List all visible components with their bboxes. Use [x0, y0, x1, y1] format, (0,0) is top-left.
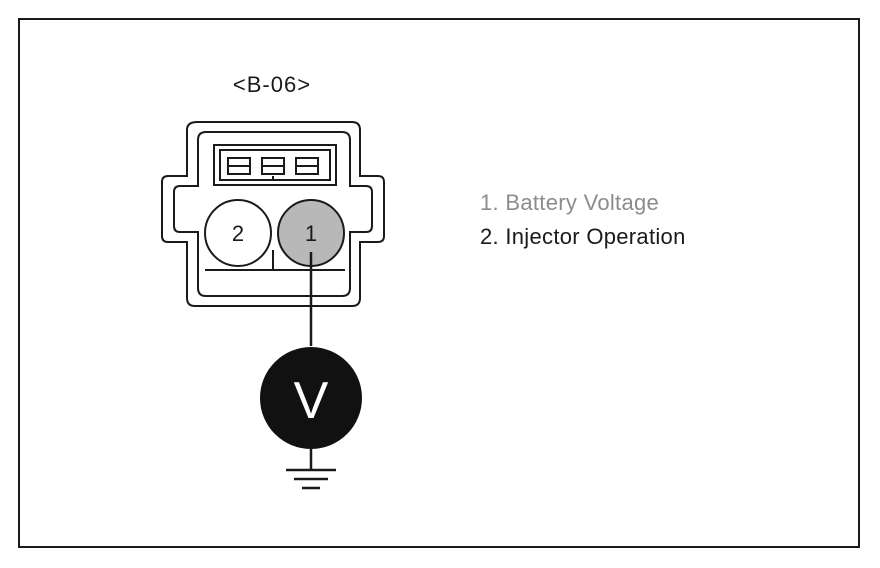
legend-item-injector-operation: 2. Injector Operation: [480, 224, 686, 249]
diagram-frame: [18, 18, 860, 548]
pin-2-label: 2: [232, 221, 244, 246]
connector-id-label: <B-06>: [232, 72, 312, 97]
voltmeter-icon: [260, 347, 362, 449]
pin-1-label: 1: [305, 221, 317, 246]
pin-2-terminal: [204, 199, 272, 267]
locking-tab-slots: [227, 157, 319, 180]
voltmeter-symbol: V: [294, 372, 329, 430]
connector-housing-inner: [173, 131, 373, 297]
connector-housing-outer: [161, 121, 385, 307]
pin-legend: 1. Battery Voltage 2. Injector Operation: [480, 186, 686, 254]
locking-tab: [213, 144, 337, 186]
legend-item-battery-voltage: 1. Battery Voltage: [480, 190, 660, 215]
locking-tab-inner: [219, 149, 331, 181]
ground-icon: [286, 468, 336, 490]
